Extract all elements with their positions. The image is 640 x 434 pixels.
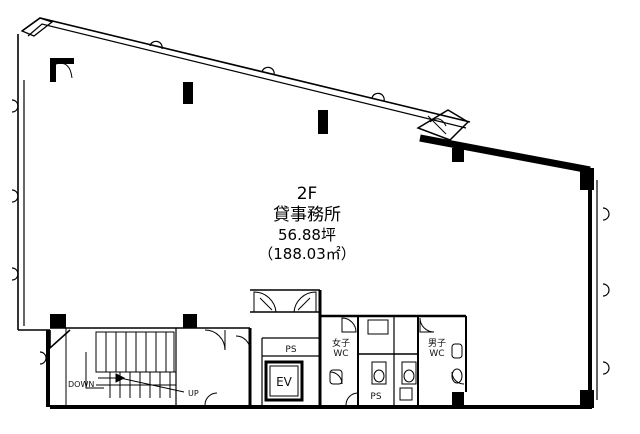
elevator (264, 360, 304, 402)
ps-label-lower: PS (370, 392, 381, 402)
stair-down-label: DOWN (68, 380, 94, 389)
core-walls (50, 289, 467, 407)
staircase (85, 331, 185, 398)
ps-label-upper: PS (285, 345, 296, 355)
floor-label: 2F (297, 184, 318, 204)
window-marks (11, 40, 610, 375)
exterior-walls (17, 17, 598, 409)
mens-wc-label-bottom: WC (429, 349, 444, 359)
area-sqm-label: （188.03㎡） (258, 245, 356, 263)
room-use-label: 貸事務所 (273, 205, 341, 225)
corner-room-right (416, 109, 470, 141)
corner-column-top-left (20, 17, 74, 82)
columns (50, 82, 594, 408)
womens-wc-label-bottom: WC (333, 349, 348, 359)
mens-wc-label-top: 男子 (428, 338, 446, 349)
elevator-label: EV (276, 375, 293, 389)
womens-wc-label-top: 女子 (332, 337, 350, 349)
area-tsubo-label: 56.88坪 (278, 226, 336, 244)
toilet-fixtures (329, 319, 463, 401)
stair-up-label: UP (188, 389, 199, 398)
